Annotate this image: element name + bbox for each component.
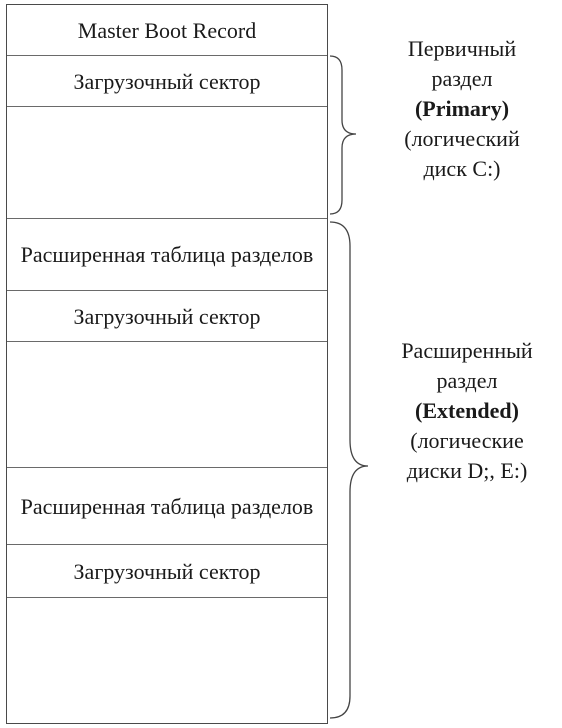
boot-sector-label-3: Загрузочный сектор: [73, 558, 261, 584]
mbr-block: Master Boot Record: [7, 5, 327, 56]
primary-brace: [329, 55, 357, 215]
primary-name: (Primary): [414, 96, 510, 121]
boot-sector-label-2: Загрузочный сектор: [73, 303, 261, 329]
extended-table-label-1: Расширенная таблица разделов: [20, 242, 314, 267]
extended-table-block-2: Расширенная таблица разделов: [7, 468, 327, 545]
primary-partition-label: Первичный раздел (Primary) (логический д…: [366, 34, 558, 184]
boot-sector-block-1: Загрузочный сектор: [7, 56, 327, 107]
extended-table-block-1: Расширенная таблица разделов: [7, 219, 327, 291]
boot-sector-block-3: Загрузочный сектор: [7, 545, 327, 598]
logical-disk-space-1: [7, 342, 327, 468]
boot-sector-block-2: Загрузочный сектор: [7, 291, 327, 342]
boot-sector-label-1: Загрузочный сектор: [73, 68, 261, 94]
primary-data-space: [7, 107, 327, 219]
partition-stack: Master Boot Record Загрузочный сектор Ра…: [6, 4, 328, 724]
extended-table-label-2: Расширенная таблица разделов: [20, 493, 314, 519]
mbr-label: Master Boot Record: [77, 17, 257, 43]
extended-brace: [329, 221, 369, 719]
extended-name: (Extended): [415, 398, 519, 423]
extended-partition-label: Расширенный раздел (Extended) (логически…: [372, 336, 562, 486]
